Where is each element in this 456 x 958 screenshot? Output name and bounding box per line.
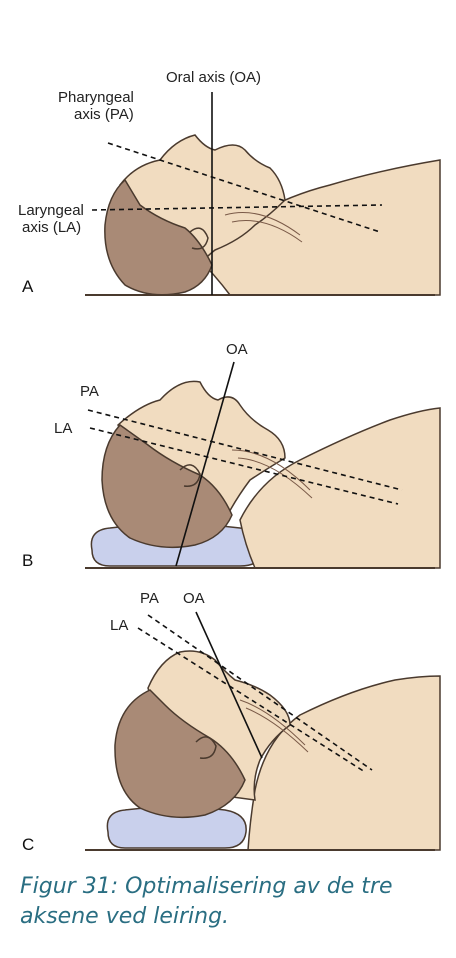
panel-c-neck-muscle bbox=[239, 699, 309, 753]
panel-a-ear bbox=[189, 227, 209, 250]
panel-c-pharyngeal-label: PA bbox=[140, 590, 159, 607]
panel-a-laryngeal-axis bbox=[91, 204, 383, 211]
panel-b-neck-muscle bbox=[231, 449, 313, 499]
panel-b-letter: B bbox=[22, 551, 33, 570]
figure-caption: Figur 31: Optimalisering av de tre aksen… bbox=[20, 874, 393, 929]
panel-c-oral-axis bbox=[195, 611, 263, 759]
panel-a-letter: A bbox=[22, 277, 34, 296]
panel-a-pharyngeal-axis bbox=[107, 142, 381, 233]
panel-a: Oral axis (OA) Pharyngeal axis (PA) Lary… bbox=[18, 69, 441, 296]
panel-a-laryngeal-label-2: axis (LA) bbox=[22, 219, 81, 236]
panel-b-body bbox=[239, 407, 441, 569]
panel-c-pillow bbox=[106, 806, 247, 849]
panel-b-oral-label: OA bbox=[226, 341, 248, 358]
panel-c-oral-label: OA bbox=[183, 590, 205, 607]
panel-b-laryngeal-axis bbox=[89, 427, 399, 505]
panel-c-letter: C bbox=[22, 835, 34, 854]
panel-b: OA PA LA B bbox=[22, 341, 441, 570]
panel-c-ear bbox=[195, 736, 217, 759]
panel-b-oral-axis bbox=[175, 361, 235, 567]
panel-c-laryngeal-label: LA bbox=[110, 617, 128, 634]
panel-b-laryngeal-label: LA bbox=[54, 420, 72, 437]
panel-a-oral-label: Oral axis (OA) bbox=[166, 69, 261, 86]
panel-a-pharyngeal-label-2: axis (PA) bbox=[74, 106, 134, 123]
panel-b-pharyngeal-label: PA bbox=[80, 383, 99, 400]
panel-b-ear bbox=[179, 464, 201, 487]
panel-c-pharyngeal-axis bbox=[147, 614, 373, 771]
panel-c: PA OA LA C bbox=[22, 590, 441, 854]
panel-b-pharyngeal-axis bbox=[87, 409, 403, 491]
panel-a-pharyngeal-label-1: Pharyngeal bbox=[58, 89, 134, 106]
panel-a-laryngeal-label-1: Laryngeal bbox=[18, 202, 84, 219]
panel-a-neck-muscle bbox=[224, 212, 303, 243]
